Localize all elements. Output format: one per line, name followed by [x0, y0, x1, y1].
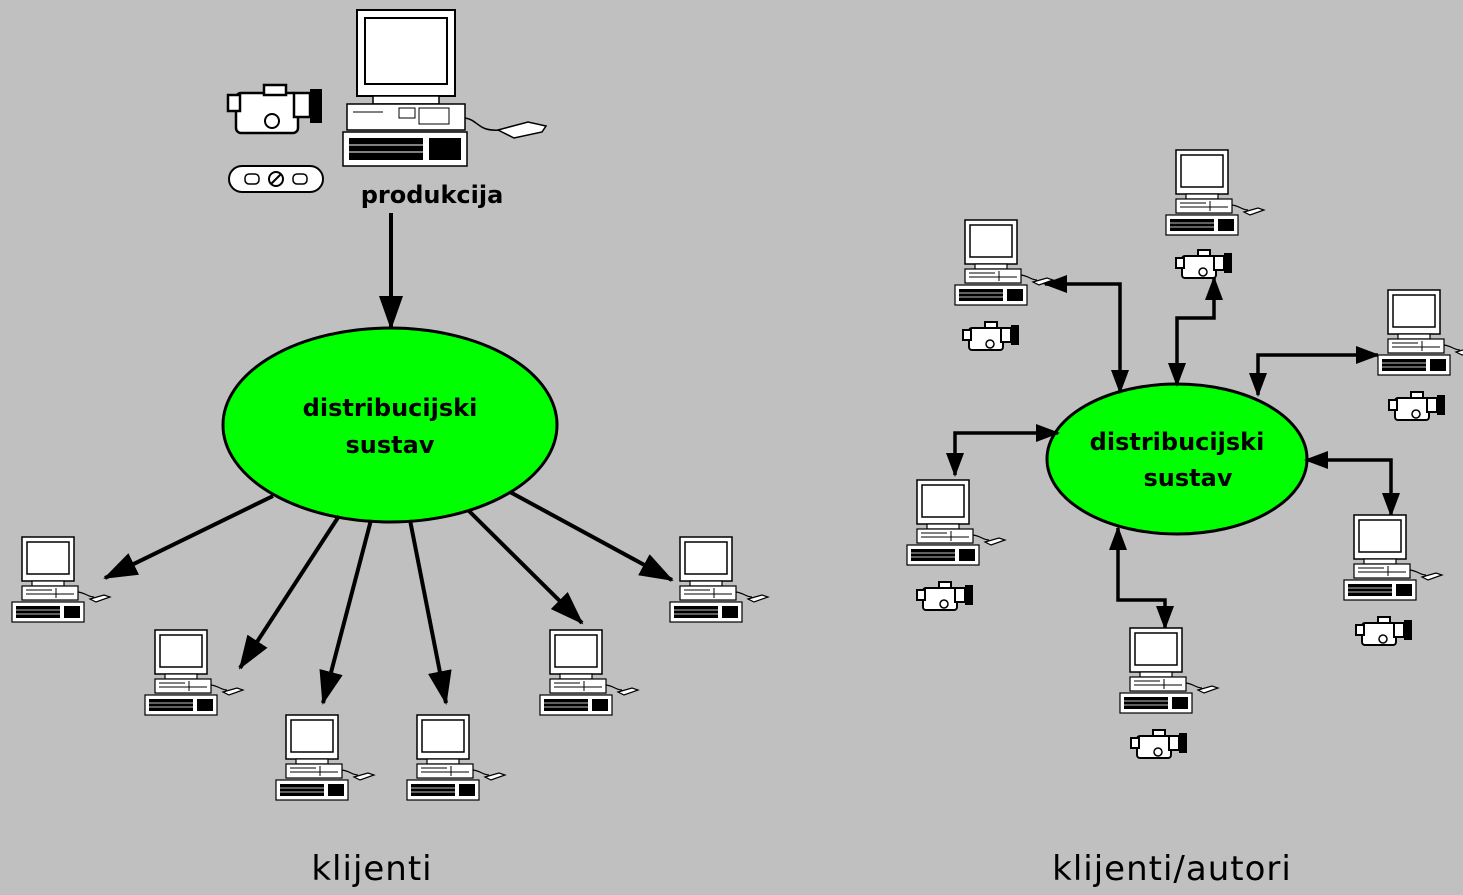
hub-ellipse [221, 326, 559, 524]
video-camera-icon [1175, 249, 1233, 279]
video-camera-icon [226, 83, 322, 135]
hub-label-line1: distribucijski [1090, 428, 1265, 456]
desktop-computer-icon [669, 536, 769, 623]
hub-ellipse [1045, 382, 1309, 536]
hub-label-line1: distribucijski [303, 394, 478, 422]
right-diagram: distribucijski sustav [906, 149, 1463, 889]
bidirectional-connectors [946, 275, 1400, 630]
desktop-computer-icon [275, 714, 375, 801]
desktop-computer-icon [954, 219, 1054, 306]
desktop-computer-icon [406, 714, 506, 801]
right-caption: klijenti/autori [1052, 849, 1292, 889]
desktop-computer-icon [1165, 149, 1265, 236]
hub-label-line2: sustav [1144, 464, 1233, 492]
video-camera-icon [962, 321, 1020, 351]
desktop-computer-icon [1377, 289, 1463, 376]
video-camera-icon [916, 581, 974, 611]
hub-label-line2: sustav [346, 431, 435, 459]
video-camera-icon [1130, 729, 1188, 759]
desktop-computer-icon [1119, 627, 1219, 714]
desktop-computer-icon [11, 536, 111, 623]
left-diagram: produkcija distribucijski sustav klijent… [11, 9, 769, 889]
client-arrows [103, 490, 674, 705]
video-camera-icon [1388, 391, 1446, 421]
mouse-icon [495, 121, 548, 139]
video-cassette-icon [228, 165, 324, 193]
producer-workstation-icon [342, 9, 502, 167]
desktop-computer-icon [539, 629, 639, 716]
producer-label: produkcija [361, 181, 504, 209]
video-camera-icon [1355, 616, 1413, 646]
desktop-computer-icon [144, 629, 244, 716]
desktop-computer-icon [1343, 514, 1443, 601]
left-caption: klijenti [311, 849, 432, 889]
desktop-computer-icon [906, 479, 1006, 566]
